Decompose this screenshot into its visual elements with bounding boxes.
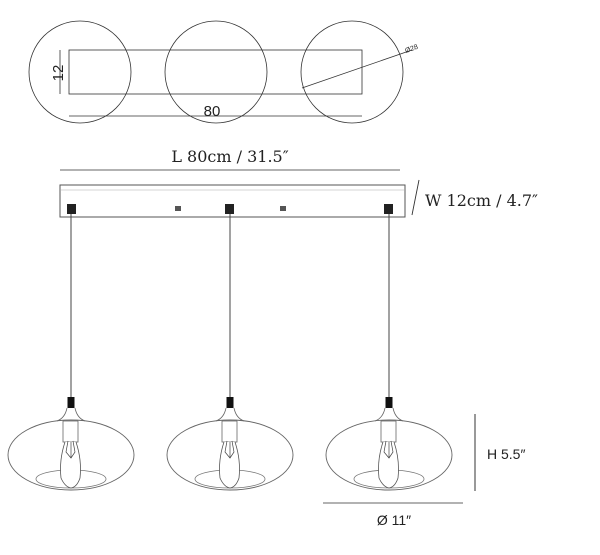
height-label: H 5.5″: [487, 446, 525, 462]
socket-cap: [385, 397, 393, 408]
top-shade-circle: [28, 20, 132, 124]
glass-shade: [166, 419, 294, 491]
width-label: W 12cm / 4.7″: [425, 191, 538, 210]
diameter-label: Ø 11″: [377, 512, 411, 528]
cord-mount: [225, 204, 234, 214]
socket-cap: [67, 397, 75, 408]
bulb-icon: [378, 441, 399, 489]
top-width-label: 12: [50, 65, 67, 82]
glass-shade: [7, 419, 135, 491]
top-view: [28, 20, 413, 124]
pendant-lamp: [325, 214, 453, 491]
bulb-socket: [380, 420, 397, 443]
bulb-socket: [221, 420, 238, 443]
top-length-label: 80: [204, 103, 221, 120]
width-dimension-line: [411, 179, 420, 216]
cord-mount: [384, 204, 393, 214]
cord-mount: [67, 204, 76, 214]
length-label: L 80cm / 31.5″: [171, 147, 288, 166]
top-shade-circle: [164, 20, 268, 124]
glass-neck: [56, 407, 86, 422]
pendant-lamp: [7, 214, 135, 491]
glass-neck: [215, 407, 245, 422]
bulb-filament: [224, 440, 235, 459]
socket-cap: [226, 397, 234, 408]
top-shade-circle: [300, 20, 404, 124]
bulb-icon: [219, 441, 240, 489]
bulb-filament: [383, 440, 394, 459]
bulb-socket: [62, 420, 79, 443]
diameter-leader-line: [301, 49, 413, 89]
top-diameter-label: Ø28: [404, 44, 419, 55]
top-canopy-rect: [68, 49, 363, 95]
bulb-filament: [65, 440, 76, 459]
pendants: [7, 214, 453, 491]
canopy: [59, 184, 406, 218]
glass-neck: [374, 407, 404, 422]
bulb-icon: [60, 441, 81, 489]
glass-shade: [325, 419, 453, 491]
screw: [175, 206, 181, 211]
pendant-lamp: [166, 214, 294, 491]
screw: [280, 206, 286, 211]
